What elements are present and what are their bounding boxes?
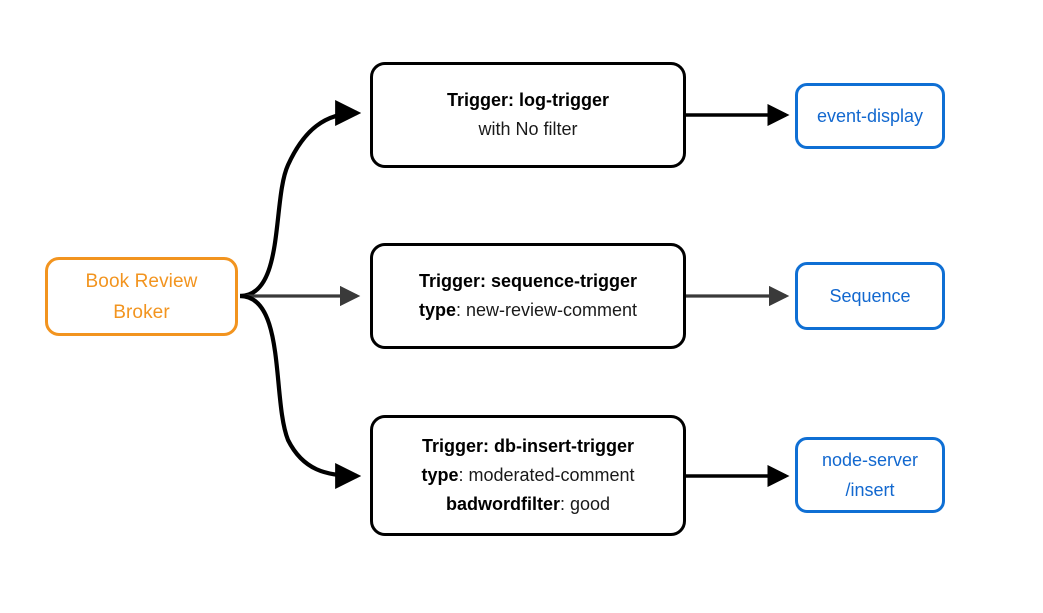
node-trigger-db-insert-trigger[interactable]: Trigger: db-insert-trigger type: moderat…	[370, 415, 686, 536]
action-event-display-label: event-display	[816, 106, 924, 126]
node-book-review-broker[interactable]: Book Review Broker	[45, 257, 238, 336]
trigger-sequence-line2-key: type	[418, 300, 456, 320]
trigger-sequence-line2: type: new-review-comment	[419, 296, 637, 325]
edge-broker-to-log-trigger	[239, 99, 362, 299]
trigger-db-line1-key: Trigger:	[421, 436, 489, 456]
broker-label-line2: Broker	[113, 301, 170, 323]
node-trigger-sequence-trigger[interactable]: Trigger: sequence-trigger type: new-revi…	[370, 243, 686, 349]
trigger-log-line1: Trigger: log-trigger	[447, 86, 609, 115]
trigger-db-line1: Trigger: db-insert-trigger	[422, 432, 634, 461]
trigger-db-line1-value: db-insert-trigger	[494, 436, 635, 456]
trigger-db-line3: badwordfilter: good	[446, 490, 610, 519]
edge-broker-to-db-insert-trigger	[239, 293, 362, 490]
broker-label-line1: Book Review	[85, 270, 198, 292]
trigger-log-line1-key: Trigger:	[446, 90, 514, 110]
trigger-log-line1-value: log-trigger	[519, 90, 610, 110]
trigger-db-line3-key: badwordfilter	[445, 494, 560, 514]
node-action-node-server-insert[interactable]: node-server /insert	[795, 437, 945, 513]
action-node-server-label-line2: /insert	[845, 480, 895, 500]
trigger-db-line2: type: moderated-comment	[421, 461, 634, 490]
action-node-server-label-line1: node-server	[821, 450, 919, 470]
trigger-sequence-line1: Trigger: sequence-trigger	[419, 267, 637, 296]
trigger-db-line2-key: type	[421, 465, 459, 485]
trigger-log-line2: with No filter	[478, 115, 577, 144]
trigger-sequence-line2-value: : new-review-comment	[455, 300, 638, 320]
node-action-event-display[interactable]: event-display	[795, 83, 945, 149]
trigger-sequence-line1-value: sequence-trigger	[490, 271, 638, 291]
trigger-sequence-line1-key: Trigger:	[418, 271, 486, 291]
action-sequence-label: Sequence	[829, 286, 911, 306]
node-action-sequence[interactable]: Sequence	[795, 262, 945, 330]
trigger-db-line3-value: : good	[559, 494, 611, 514]
node-trigger-log-trigger[interactable]: Trigger: log-trigger with No filter	[370, 62, 686, 168]
trigger-log-line2-key: with No filter	[478, 119, 578, 139]
trigger-db-line2-value: : moderated-comment	[458, 465, 635, 485]
